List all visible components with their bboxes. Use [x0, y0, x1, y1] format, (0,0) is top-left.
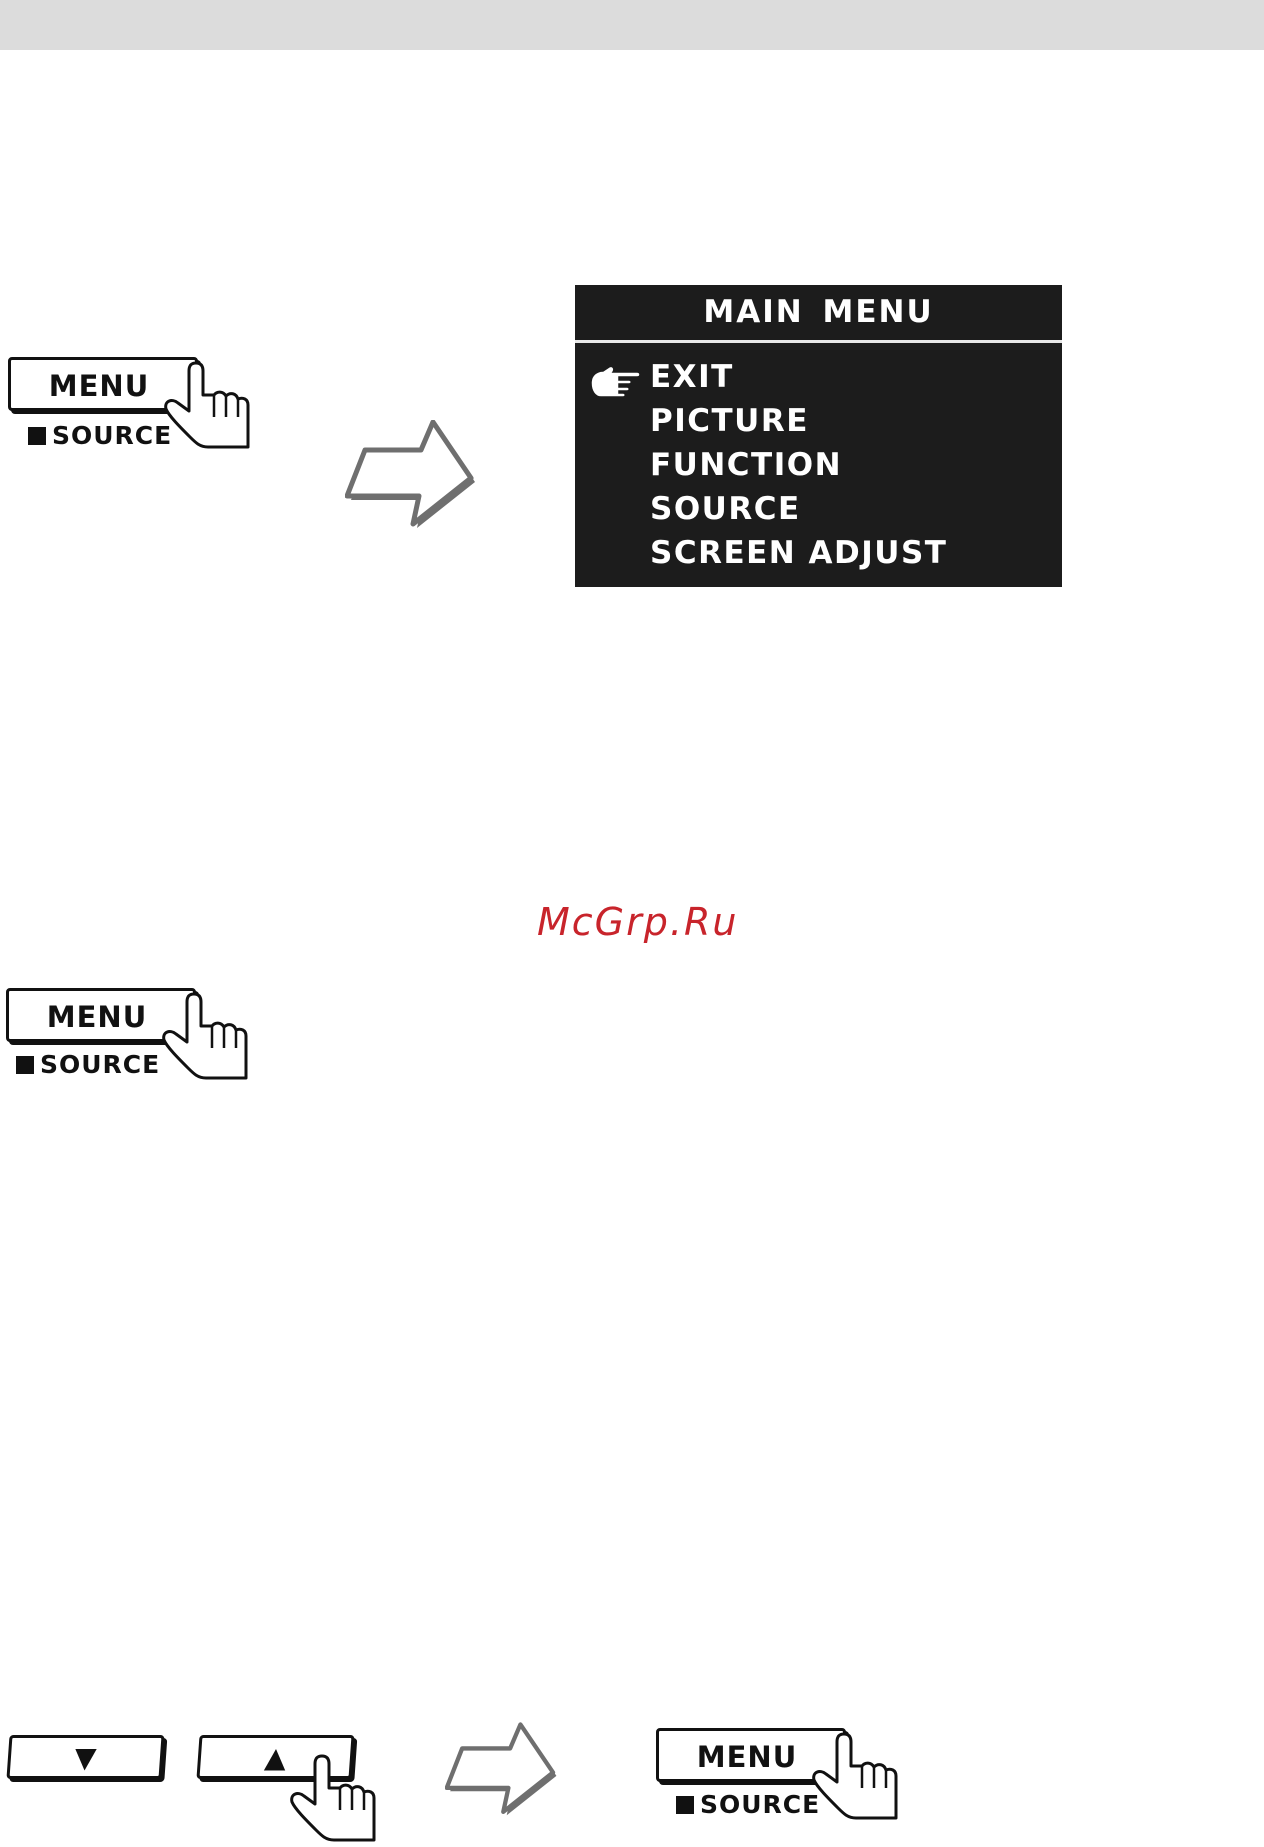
source-label-text: SOURCE — [40, 1050, 160, 1079]
main-menu-list: EXIT PICTURE FUNCTION SOURCE SCREEN ADJU… — [650, 355, 947, 575]
down-triangle-icon: ▼ — [10, 1742, 161, 1774]
square-bullet-icon — [676, 1796, 694, 1814]
pointing-hand-icon — [804, 1730, 904, 1822]
source-label: SOURCE — [676, 1790, 820, 1819]
down-key[interactable]: ▼ — [6, 1735, 164, 1779]
menu-source-key-1[interactable]: MENU SOURCE — [8, 357, 253, 457]
source-label-text: SOURCE — [700, 1790, 820, 1819]
pointing-hand-icon — [154, 990, 254, 1082]
source-label: SOURCE — [28, 421, 172, 450]
menu-item-function[interactable]: FUNCTION — [650, 443, 947, 487]
square-bullet-icon — [16, 1056, 34, 1074]
watermark: McGrp.Ru — [537, 900, 738, 944]
pointer-hand-icon — [589, 365, 641, 399]
top-band — [0, 0, 1264, 50]
source-label: SOURCE — [16, 1050, 160, 1079]
main-menu-osd: MAIN MENU EXIT PICTURE FUNCTION SOURCE S… — [575, 285, 1062, 587]
square-bullet-icon — [28, 427, 46, 445]
right-arrow-icon — [345, 420, 485, 535]
right-arrow-icon — [445, 1722, 565, 1822]
menu-item-exit[interactable]: EXIT — [650, 355, 947, 399]
source-label-text: SOURCE — [52, 421, 172, 450]
menu-source-key-3[interactable]: MENU SOURCE — [656, 1728, 901, 1828]
menu-source-key-2[interactable]: MENU SOURCE — [6, 988, 251, 1088]
main-menu-divider — [575, 340, 1062, 343]
pointing-hand-icon — [156, 359, 256, 451]
pointing-hand-icon — [282, 1752, 382, 1844]
main-menu-title: MAIN MENU — [575, 285, 1062, 339]
menu-item-screen-adjust[interactable]: SCREEN ADJUST — [650, 531, 947, 575]
menu-item-source[interactable]: SOURCE — [650, 487, 947, 531]
menu-item-picture[interactable]: PICTURE — [650, 399, 947, 443]
